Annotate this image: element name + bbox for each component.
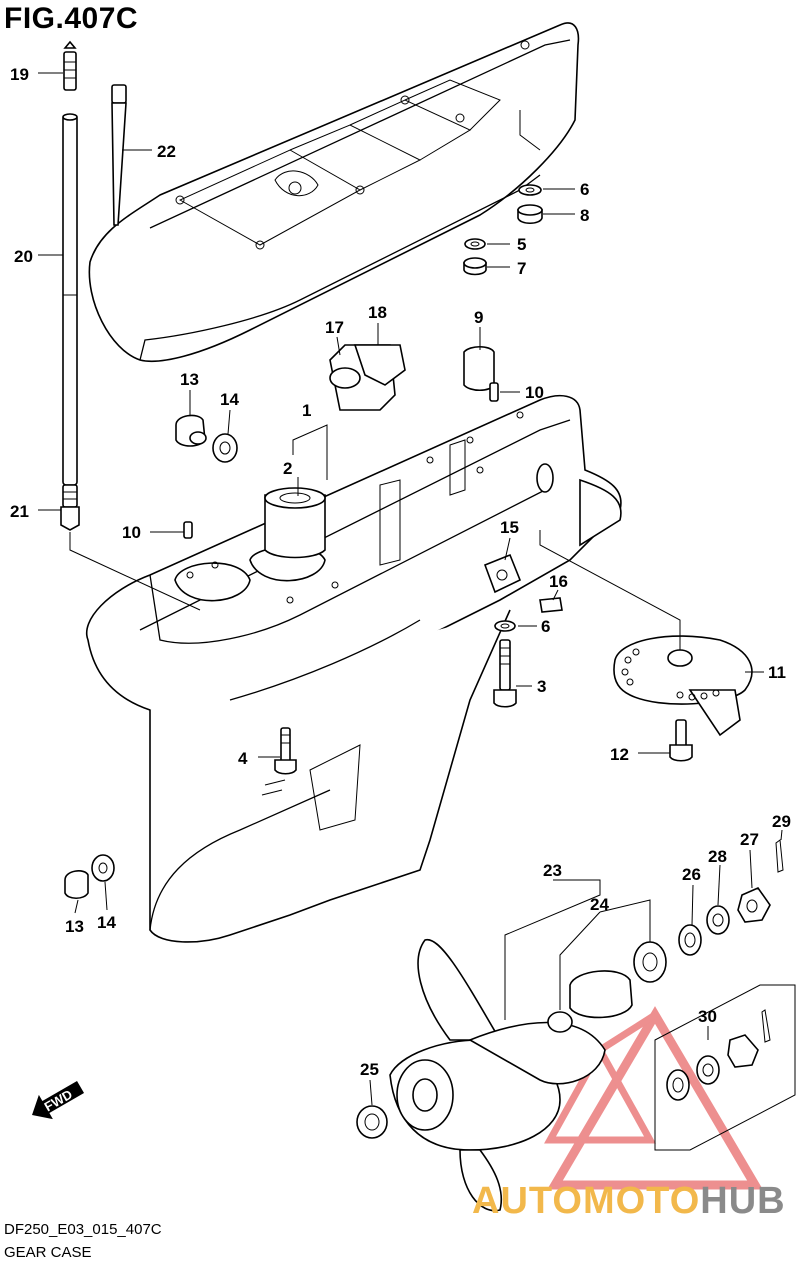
figure-title: FIG.407C: [4, 2, 139, 35]
watermark-logo: [544, 1006, 763, 1190]
callout-30: 30: [698, 1007, 717, 1026]
callout-29: 29: [772, 812, 791, 831]
callout-7: 7: [517, 259, 526, 278]
callout-23: 23: [543, 861, 562, 880]
callout-13-upper: 13: [180, 370, 199, 389]
thrust-hub-24: [547, 941, 667, 1033]
callout-8: 8: [580, 206, 589, 225]
callout-19: 19: [10, 65, 29, 84]
trim-tab-11: [613, 635, 753, 762]
figure-code: DF250_E03_015_407C: [4, 1221, 162, 1238]
nut-washer-set: [678, 839, 784, 956]
callout-6-upper: 6: [580, 180, 589, 199]
callout-4: 4: [238, 749, 248, 768]
callout-3: 3: [537, 677, 546, 696]
callout-15: 15: [500, 518, 519, 537]
callout-labels: 19 22 20 21 6 8 5 7 17 18 9 10 13 14 1 2…: [10, 65, 791, 1079]
watermark-hub: HUB: [700, 1180, 786, 1222]
callout-17: 17: [325, 318, 344, 337]
callout-18: 18: [368, 303, 387, 322]
kit-30: [654, 984, 796, 1151]
bracket-15: [483, 553, 563, 613]
callout-24: 24: [590, 895, 609, 914]
plug-13-lower: [64, 854, 115, 900]
callout-9: 9: [474, 308, 483, 327]
gear-case-body: [85, 394, 622, 943]
callout-10-lower: 10: [122, 523, 141, 542]
callout-20: 20: [14, 247, 33, 266]
callout-12: 12: [610, 745, 629, 764]
mount-parts: [183, 344, 499, 539]
watermark-auto: AUTO: [472, 1180, 583, 1222]
washer-25: [356, 1105, 388, 1139]
callout-14-upper: 14: [220, 390, 239, 409]
callout-25: 25: [360, 1060, 379, 1079]
propeller: [389, 938, 606, 1212]
rod-end-19: [63, 40, 77, 91]
callout-16: 16: [549, 572, 568, 591]
fwd-arrow-icon: FWD: [32, 1080, 85, 1120]
callout-14-lower: 14: [97, 913, 116, 932]
leader-lines: [38, 72, 783, 1106]
callout-26: 26: [682, 865, 701, 884]
plug-13-upper: [175, 414, 238, 463]
rod-end-21: [60, 484, 80, 531]
gear-case-cover: [88, 22, 580, 363]
small-hardware-top: [463, 184, 543, 276]
callout-1: 1: [302, 401, 311, 420]
watermark-moto: MOTO: [582, 1180, 701, 1222]
callout-27: 27: [740, 830, 759, 849]
callout-10-upper: 10: [525, 383, 544, 402]
callout-5: 5: [517, 235, 526, 254]
callout-21: 21: [10, 502, 29, 521]
callout-2: 2: [283, 459, 292, 478]
callout-11: 11: [768, 663, 786, 682]
callout-28: 28: [708, 847, 727, 866]
callout-13-lower: 13: [65, 917, 84, 936]
shift-rod-assembly: [60, 40, 127, 531]
figure-name: GEAR CASE: [4, 1244, 92, 1261]
callout-6-lower: 6: [541, 617, 550, 636]
callout-22: 22: [157, 142, 176, 161]
watermark-text: AUTOMOTOHUB: [472, 1180, 786, 1223]
bolt-4: [274, 727, 297, 775]
cable-tie-22: [111, 84, 127, 226]
bolt-3: [493, 620, 517, 708]
